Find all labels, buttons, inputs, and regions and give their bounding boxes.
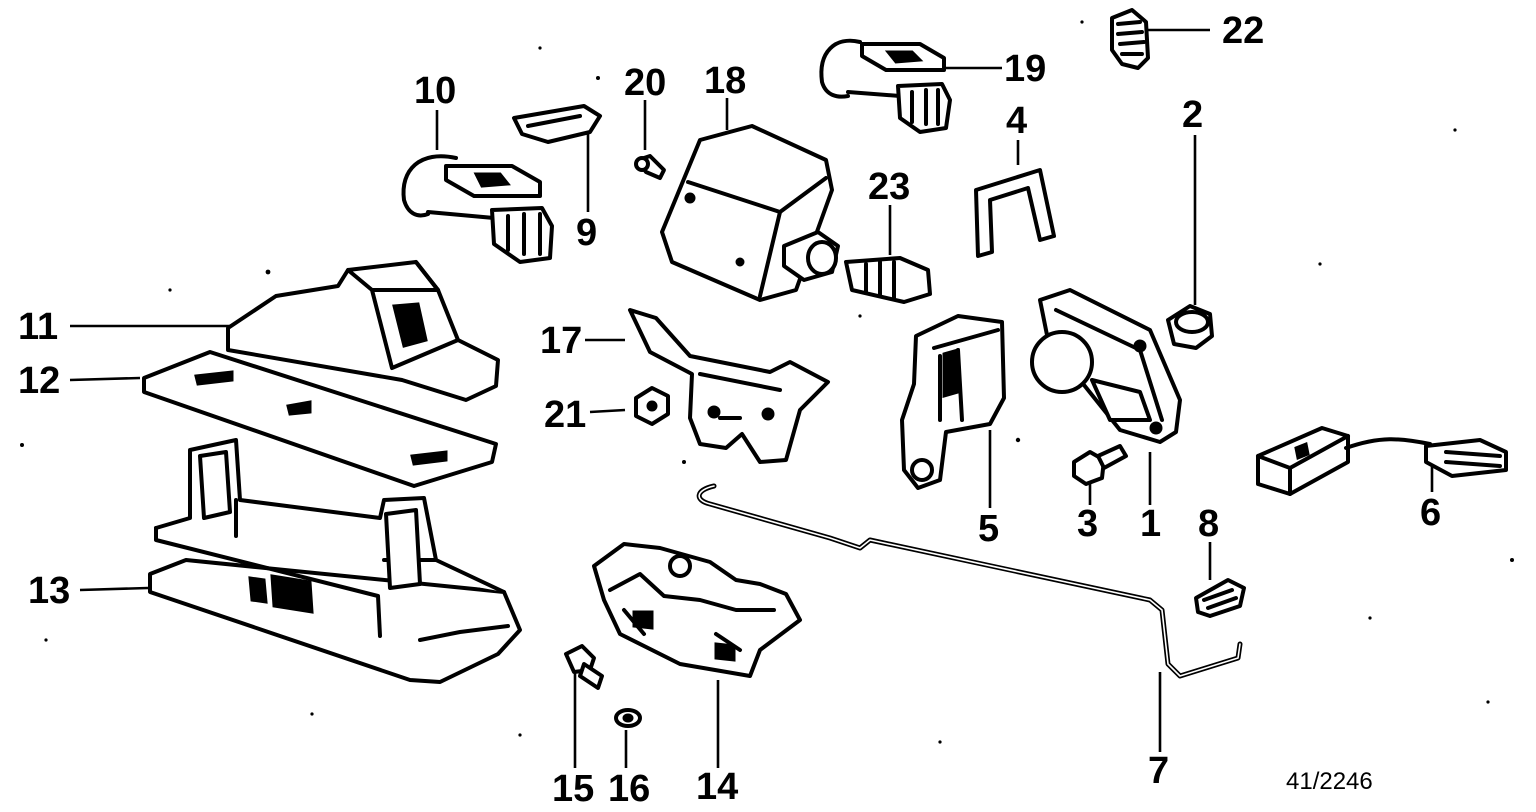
callout-3: 3 (1077, 503, 1099, 545)
part-14-lock-bracket (592, 542, 802, 678)
callout-15: 15 (552, 768, 595, 810)
part-11-hinge-base (226, 260, 500, 402)
callout-14: 14 (696, 766, 739, 808)
part-6-connector (1256, 426, 1508, 496)
callout-19: 19 (1004, 48, 1047, 90)
part-16-washer (614, 708, 642, 728)
part-7-rod (696, 483, 1243, 679)
callout-8: 8 (1198, 503, 1220, 545)
part-23-plug (844, 256, 932, 304)
part-15-screw (564, 644, 604, 690)
callout-18: 18 (704, 60, 747, 102)
callout-7: 7 (1148, 750, 1170, 792)
callout-17: 17 (540, 320, 583, 362)
leader-line-12 (69, 376, 141, 382)
part-4-bracket (974, 168, 1056, 258)
part-5-latch (900, 314, 1006, 490)
callout-20: 20 (624, 62, 667, 104)
reference-code: 41/2246 (1286, 768, 1373, 795)
part-2-cap (1166, 304, 1214, 350)
part-9-clip (512, 104, 602, 144)
part-3-screw (1072, 444, 1128, 486)
part-13-handle (148, 438, 522, 684)
part-19-cable-connector (819, 38, 952, 134)
callout-1: 1 (1140, 503, 1162, 545)
part-10-cable-connector (401, 154, 554, 264)
callout-22: 22 (1222, 10, 1265, 52)
part-22-spring-plug (1110, 8, 1150, 70)
callout-5: 5 (978, 508, 1000, 550)
scan-noise-dots (20, 20, 1514, 744)
part-1-lock-plate (1030, 288, 1182, 444)
part-20-screw (634, 154, 666, 180)
callout-21: 21 (544, 394, 587, 436)
callout-12: 12 (18, 360, 61, 402)
callout-13: 13 (28, 570, 71, 612)
part-12-gasket (142, 350, 498, 488)
callout-6: 6 (1420, 492, 1442, 534)
callout-16: 16 (608, 768, 651, 810)
part-17-bracket-plate (628, 308, 830, 464)
callout-4: 4 (1006, 100, 1028, 142)
part-18-switch-housing (660, 124, 840, 302)
callout-2: 2 (1182, 94, 1204, 136)
callout-23: 23 (868, 166, 911, 208)
leader-line-13 (79, 586, 149, 592)
part-8-bulb (1194, 578, 1246, 618)
callout-9: 9 (576, 212, 598, 254)
leader-line-21 (589, 408, 626, 414)
part-21-nut (634, 386, 670, 426)
callout-10: 10 (414, 70, 457, 112)
callout-11: 11 (18, 306, 59, 348)
